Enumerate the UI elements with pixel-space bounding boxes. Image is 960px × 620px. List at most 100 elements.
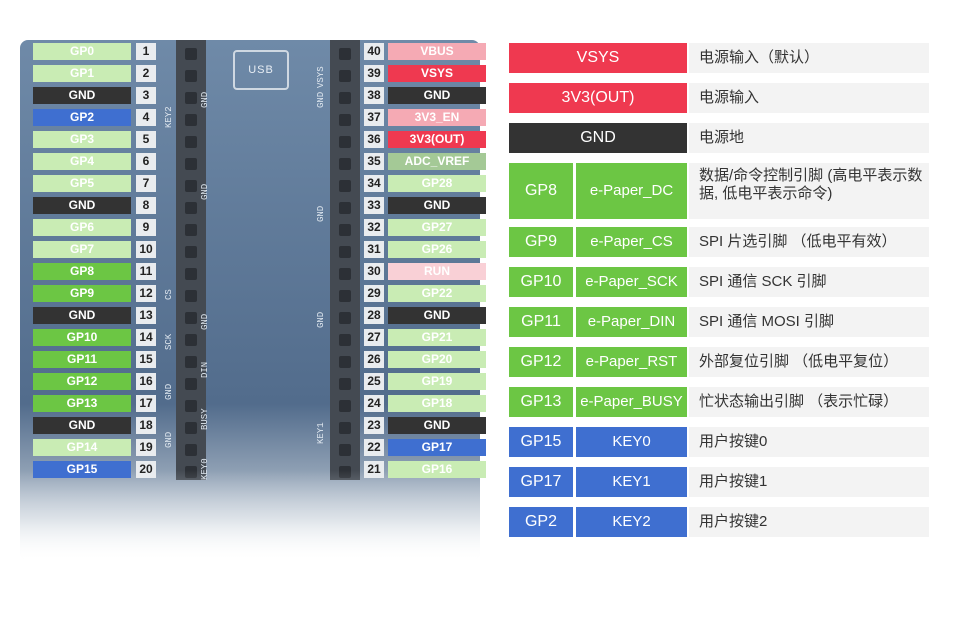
left-pin-number: 8 xyxy=(136,197,156,214)
silk-label-right: GND xyxy=(316,91,326,108)
header-pinhole xyxy=(339,356,351,368)
header-pinhole xyxy=(185,268,197,280)
right-pin-number: 38 xyxy=(364,87,384,104)
table-description-cell: 用户按键1 xyxy=(689,467,929,497)
left-pin-label: GND xyxy=(33,87,131,104)
header-pinhole xyxy=(185,290,197,302)
header-pinhole xyxy=(185,136,197,148)
left-pin-label: GP4 xyxy=(33,153,131,170)
header-pinhole xyxy=(185,92,197,104)
table-description-cell: 电源地 xyxy=(689,123,929,153)
left-pin-number: 14 xyxy=(136,329,156,346)
right-pin-number: 29 xyxy=(364,285,384,302)
header-pinhole xyxy=(339,114,351,126)
header-pinhole xyxy=(185,334,197,346)
right-pin-number: 34 xyxy=(364,175,384,192)
right-pin-number: 26 xyxy=(364,351,384,368)
table-function-cell: KEY0 xyxy=(576,427,687,457)
left-pin-number: 7 xyxy=(136,175,156,192)
right-pin-number: 40 xyxy=(364,43,384,60)
table-function-cell: KEY2 xyxy=(576,507,687,537)
table-function-cell: e-Paper_SCK xyxy=(576,267,687,297)
header-pinhole xyxy=(339,70,351,82)
right-pin-number: 23 xyxy=(364,417,384,434)
right-pin-label: GP16 xyxy=(388,461,486,478)
right-pin-label: GP22 xyxy=(388,285,486,302)
right-pin-number: 32 xyxy=(364,219,384,236)
right-pin-label: GND xyxy=(388,87,486,104)
table-function-cell: e-Paper_DC xyxy=(576,163,687,219)
header-pinhole xyxy=(185,356,197,368)
table-pin-cell: VSYS xyxy=(509,43,687,73)
header-pinhole xyxy=(339,334,351,346)
header-pinhole xyxy=(339,48,351,60)
right-pin-label: GP20 xyxy=(388,351,486,368)
left-pin-label: GP7 xyxy=(33,241,131,258)
right-pin-label: GP28 xyxy=(388,175,486,192)
left-pin-label: GP6 xyxy=(33,219,131,236)
silk-label-left: GND xyxy=(200,313,210,330)
right-pin-label: VBUS xyxy=(388,43,486,60)
table-pin-cell: GP11 xyxy=(509,307,573,337)
left-pin-label: GP12 xyxy=(33,373,131,390)
table-pin-cell: GP12 xyxy=(509,347,573,377)
header-pinhole xyxy=(185,48,197,60)
header-pinhole xyxy=(339,378,351,390)
left-pin-label: GND xyxy=(33,417,131,434)
header-pinhole xyxy=(185,246,197,258)
table-description-cell: SPI 片选引脚 （低电平有效） xyxy=(689,227,929,257)
table-description-cell: 忙状态输出引脚 （表示忙碌） xyxy=(689,387,929,417)
silk-label-left: GND xyxy=(164,431,174,448)
header-pinhole xyxy=(185,202,197,214)
table-pin-cell: GP15 xyxy=(509,427,573,457)
header-pinhole xyxy=(339,268,351,280)
header-pinhole xyxy=(339,312,351,324)
left-pin-number: 9 xyxy=(136,219,156,236)
header-pinhole xyxy=(339,422,351,434)
silk-label-left: GND xyxy=(164,383,174,400)
right-pin-label: GP19 xyxy=(388,373,486,390)
header-pinhole xyxy=(339,92,351,104)
left-pin-number: 19 xyxy=(136,439,156,456)
table-function-cell: KEY1 xyxy=(576,467,687,497)
left-pin-number: 15 xyxy=(136,351,156,368)
silk-label-left: BUSY xyxy=(200,408,210,430)
right-pin-number: 24 xyxy=(364,395,384,412)
right-pin-number: 35 xyxy=(364,153,384,170)
left-pin-label: GP3 xyxy=(33,131,131,148)
left-pin-number: 16 xyxy=(136,373,156,390)
right-pin-number: 37 xyxy=(364,109,384,126)
left-pin-label: GP10 xyxy=(33,329,131,346)
right-pin-number: 31 xyxy=(364,241,384,258)
table-pin-cell: GP2 xyxy=(509,507,573,537)
header-pinhole xyxy=(339,400,351,412)
right-pin-number: 28 xyxy=(364,307,384,324)
table-pin-cell: GP17 xyxy=(509,467,573,497)
silk-label-right: GND xyxy=(316,311,326,328)
left-pin-label: GP1 xyxy=(33,65,131,82)
left-pin-label: GP11 xyxy=(33,351,131,368)
header-pinhole xyxy=(185,180,197,192)
left-pin-label: GP9 xyxy=(33,285,131,302)
silk-label-left: KEY2 xyxy=(164,106,174,128)
table-function-cell: e-Paper_RST xyxy=(576,347,687,377)
table-pin-cell: GP8 xyxy=(509,163,573,219)
left-pin-number: 12 xyxy=(136,285,156,302)
right-pin-number: 36 xyxy=(364,131,384,148)
right-pin-label: GP18 xyxy=(388,395,486,412)
right-pin-label: RUN xyxy=(388,263,486,280)
left-pin-label: GND xyxy=(33,307,131,324)
right-pin-header xyxy=(330,40,360,480)
left-pin-number: 2 xyxy=(136,65,156,82)
silk-label-right: GND xyxy=(316,205,326,222)
silk-label-left: CS xyxy=(164,289,174,300)
silk-label-left: SCK xyxy=(164,333,174,350)
table-function-cell: e-Paper_BUSY xyxy=(576,387,687,417)
table-description-cell: SPI 通信 SCK 引脚 xyxy=(689,267,929,297)
left-pin-number: 4 xyxy=(136,109,156,126)
